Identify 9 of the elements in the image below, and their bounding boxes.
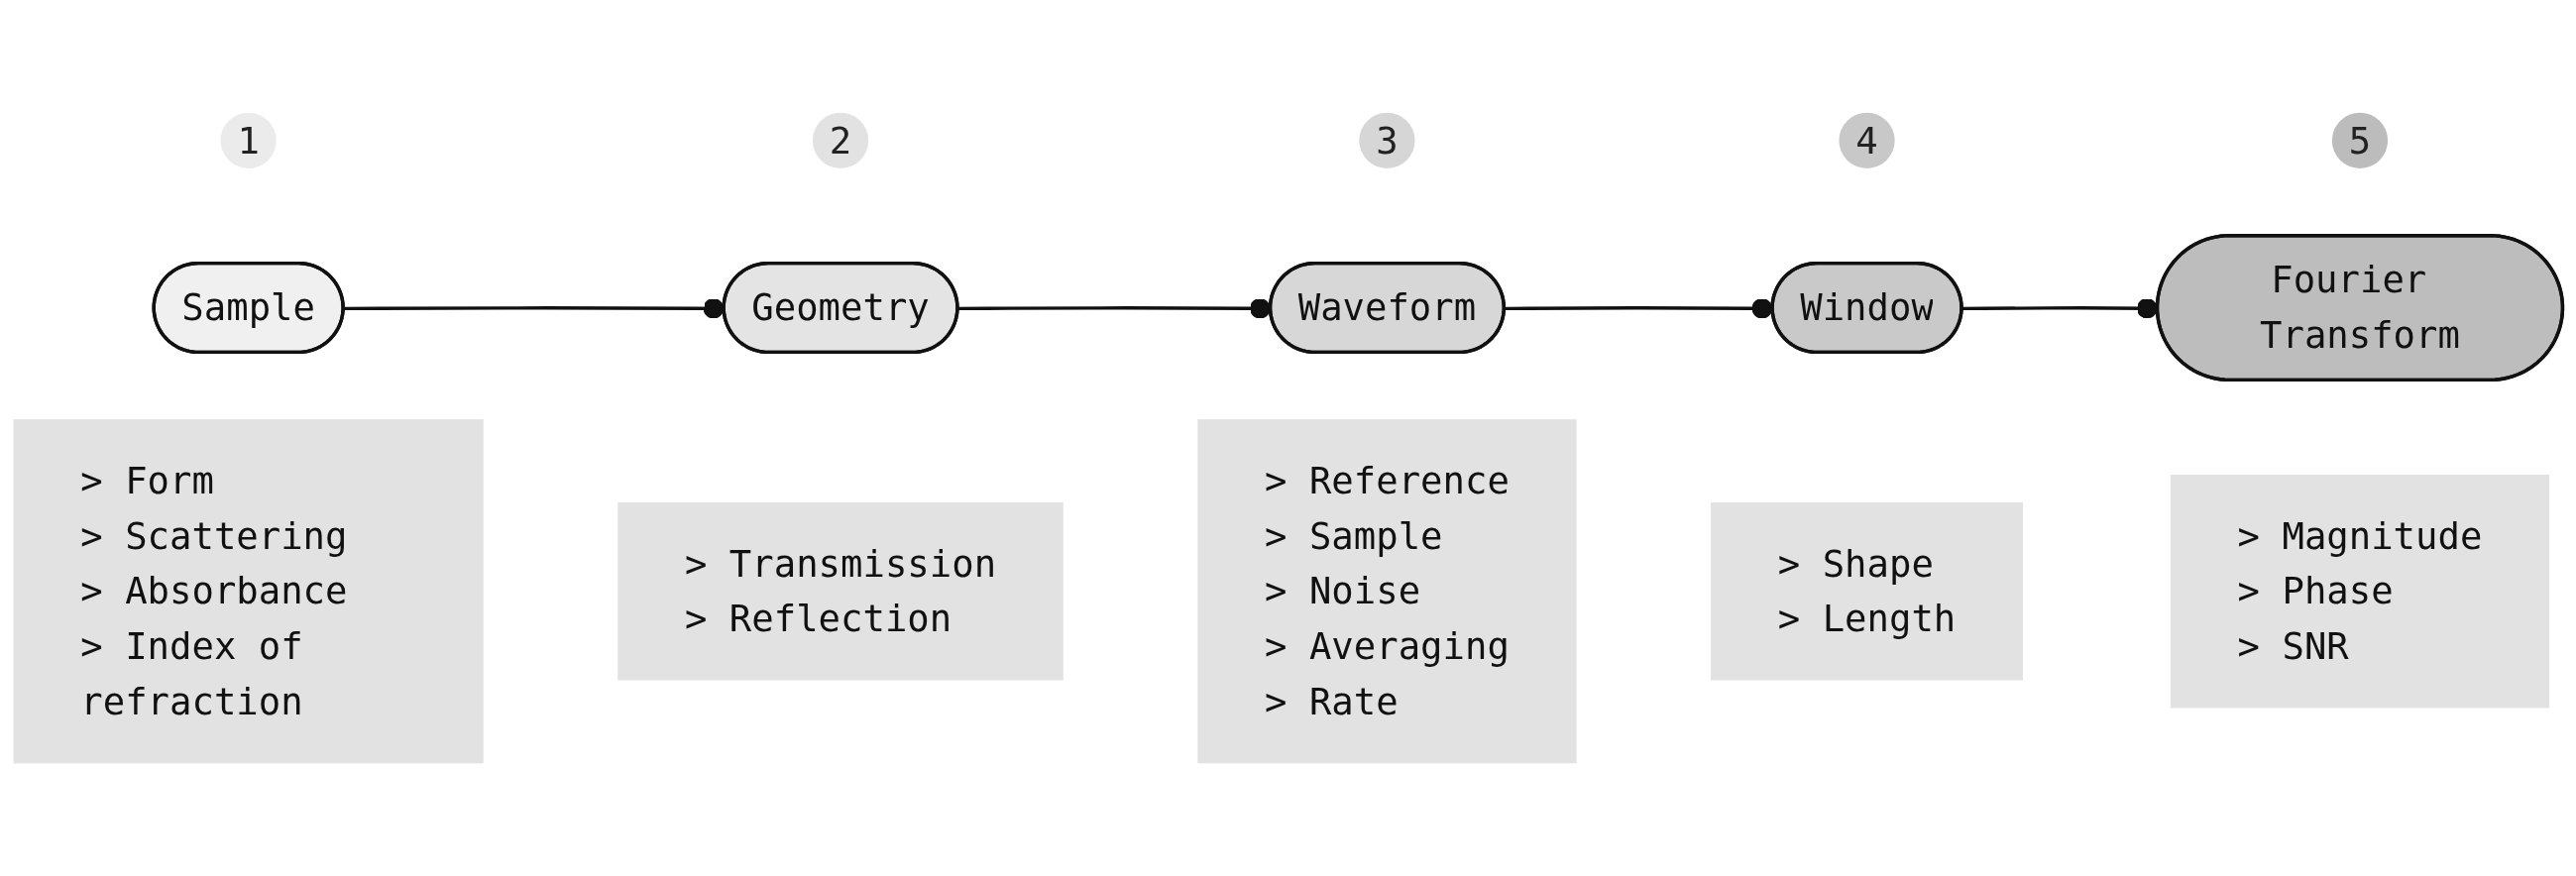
- node-box: > Shape > Length: [1711, 502, 2023, 681]
- node-circle: 4: [1839, 112, 1895, 168]
- node-circle: 2: [812, 112, 869, 168]
- node-circle: 5: [2331, 112, 2389, 168]
- node-circle: 3: [1359, 112, 1415, 168]
- node-box: > Reference > Sample > Noise > Averaging > Rate: [1197, 419, 1577, 764]
- node-box: > Transmission > Reflection: [617, 502, 1064, 681]
- node-box: > Magnitude > Phase > SNR: [2170, 475, 2550, 709]
- node-box: > Form > Scattering > Absorbance > Index of refraction: [13, 419, 484, 764]
